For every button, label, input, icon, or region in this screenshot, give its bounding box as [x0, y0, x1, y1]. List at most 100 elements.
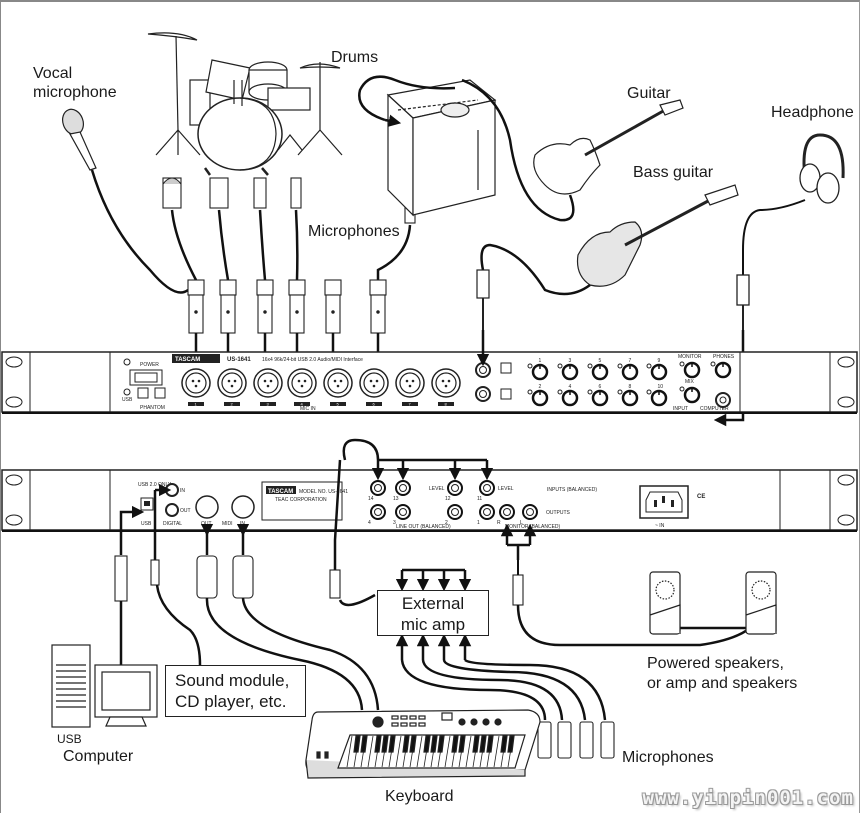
gain-knob-8[interactable]: 8	[617, 384, 639, 407]
mix-knob[interactable]	[679, 386, 701, 404]
midi-label: MIDI	[222, 521, 233, 527]
midi-out-label: OUT	[201, 521, 212, 527]
white-key	[493, 735, 500, 768]
black-key	[409, 735, 417, 753]
mic-in-jack-5[interactable]: 5	[323, 368, 353, 407]
black-key	[388, 735, 396, 753]
white-key	[367, 735, 374, 768]
mic-in-number: 7	[409, 402, 412, 407]
line-in-jack-13[interactable]: 13	[393, 480, 411, 502]
jack-number: 14	[368, 496, 374, 502]
mic-in-number: 8	[445, 402, 448, 407]
microphones-top-icon	[162, 177, 416, 365]
gain-knob-4[interactable]: 4	[557, 384, 579, 407]
monitor-out-jack-R[interactable]: R	[497, 504, 515, 526]
guitar-label: Guitar	[627, 85, 671, 102]
bass-guitar-label: Bass guitar	[633, 164, 714, 181]
monitor-out-jack-L[interactable]: L	[520, 504, 538, 526]
line-out-jack-3[interactable]: 3	[393, 504, 411, 526]
mic-in-jack-2[interactable]: 2	[217, 368, 247, 407]
black-key	[430, 735, 438, 753]
lower-left-cables	[114, 490, 380, 711]
knob-number: 8	[629, 384, 632, 390]
xlr-plug	[219, 279, 237, 365]
gain-knob-3[interactable]: 3	[557, 358, 579, 381]
mic-in-number-plate	[224, 402, 240, 406]
maker-label: TEAC CORPORATION	[275, 497, 327, 503]
knob-number: 4	[569, 384, 572, 390]
mic-in-jack-1[interactable]: 1	[181, 368, 211, 407]
peak-led	[617, 389, 623, 395]
phones-knob[interactable]	[710, 361, 732, 379]
computer-icon	[51, 644, 158, 728]
peak-led	[557, 389, 563, 395]
line-in-jack-11[interactable]: 11	[477, 480, 495, 502]
front-model: US-1641	[227, 357, 251, 363]
gain-knob-9[interactable]: 9	[646, 358, 668, 381]
midi-in-label: IN	[240, 521, 245, 527]
gain-knob-2[interactable]: 2	[527, 384, 549, 407]
monitor-knob[interactable]	[679, 361, 701, 379]
line-out-jack-2[interactable]: 2	[445, 504, 463, 526]
front-description: 16x4 96k/24-bit USB 2.0 Audio/MIDI Inter…	[262, 357, 363, 363]
phones-knob-label: PHONES	[713, 354, 735, 360]
mic-in-jack-3[interactable]: 3	[253, 368, 283, 407]
white-key	[416, 735, 423, 768]
gain-knob-5[interactable]: 5	[587, 358, 609, 381]
line-out-jack-1[interactable]: 1	[477, 504, 495, 526]
jack-number: 13	[393, 496, 399, 502]
digital-label: DIGITAL	[163, 521, 182, 527]
line-in-jack-14[interactable]: 14	[368, 480, 386, 502]
mic-in-number: 6	[373, 402, 376, 407]
black-key	[507, 735, 515, 753]
mic-in-number-plate	[188, 402, 204, 406]
keyboard-label: Keyboard	[385, 788, 454, 805]
xlr-plug	[256, 279, 274, 365]
mic-in-jack-7[interactable]: 7	[395, 368, 425, 407]
peak-led	[617, 363, 623, 369]
peak-led	[557, 363, 563, 369]
headphone-label: Headphone	[771, 104, 854, 121]
white-key	[444, 735, 451, 768]
mic-in-number-plate	[294, 402, 310, 406]
microphones-top-label: Microphones	[308, 223, 400, 240]
mic-in-number-plate	[260, 402, 276, 406]
jack-number: 11	[477, 496, 482, 502]
mic-in-number-plate	[438, 402, 454, 406]
inputs-balanced-label: INPUTS (BALANCED)	[547, 487, 597, 493]
peak-led	[646, 363, 652, 369]
level-label-1: LEVEL	[429, 486, 445, 492]
mic-in-number-plate	[366, 402, 382, 406]
jack-number: 2	[445, 520, 448, 526]
jack-number: 4	[368, 520, 371, 526]
knob-number: 5	[599, 358, 602, 364]
line-out-jack-4[interactable]: 4	[368, 504, 386, 526]
vocal-microphone-label-line1: Vocal	[33, 65, 73, 82]
powered-speakers-label: Powered speakers, or amp and speakers	[647, 654, 797, 694]
gain-knob-1[interactable]: 1	[527, 358, 549, 381]
gain-knob-10[interactable]: 10	[646, 384, 668, 407]
black-key	[374, 735, 382, 753]
black-key	[479, 735, 487, 753]
peak-led	[646, 389, 652, 395]
line-in-jack-12[interactable]: 12	[445, 480, 463, 502]
gain-knob-7[interactable]: 7	[617, 358, 639, 381]
vocal-microphone-label-line2: microphone	[33, 84, 117, 102]
mic-in-jack-4[interactable]: 4	[287, 368, 317, 407]
mic-in-number: 4	[301, 402, 304, 407]
peak-led	[527, 363, 533, 369]
external-mic-amp-box: External mic amp	[377, 590, 489, 636]
gain-knob-6[interactable]: 6	[587, 384, 609, 407]
front-brand: TASCAM	[175, 357, 200, 363]
usb-label: USB	[57, 732, 82, 746]
jack-number: R	[497, 520, 501, 526]
usb-only-label: USB 2.0 ONLY	[138, 482, 172, 488]
mic-in-jack-8[interactable]: 8	[431, 368, 461, 407]
mic-in-jack-6[interactable]: 6	[359, 368, 389, 407]
peak-led	[710, 361, 716, 367]
headphone-icon	[713, 133, 845, 427]
digital-out-label: OUT	[180, 508, 191, 514]
phantom-label: PHANTOM	[140, 405, 165, 411]
black-key	[353, 735, 361, 753]
usb-led-label: USB	[122, 397, 133, 403]
